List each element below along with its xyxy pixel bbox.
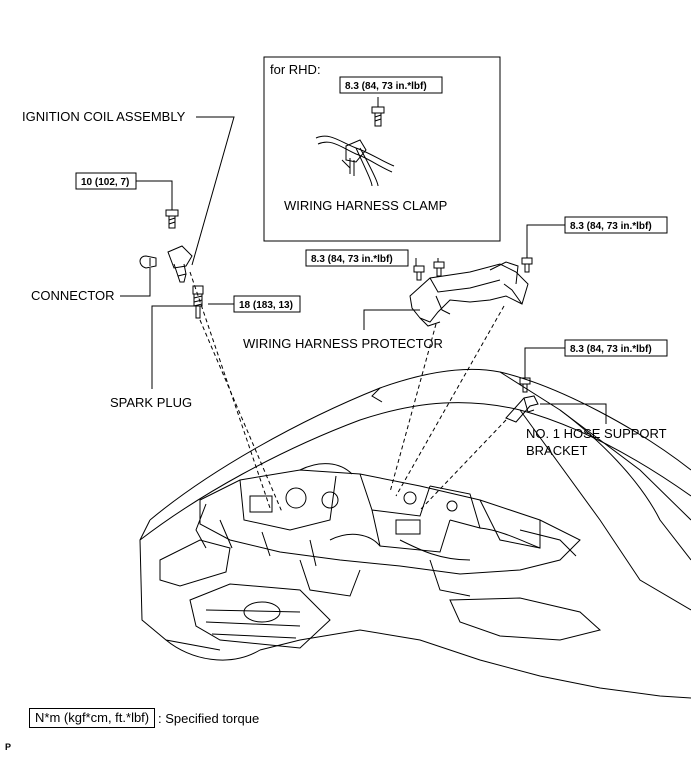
torque-box-protector-left: 8.3 (84, 73 in.*lbf) [305, 249, 409, 267]
connector-label: CONNECTOR [31, 288, 115, 303]
protector-leader [363, 309, 420, 330]
ignition-coil-label: IGNITION COIL ASSEMBLY [22, 109, 186, 124]
rhd-inset-frame [263, 56, 501, 242]
torque-box-inset: 8.3 (84, 73 in.*lbf) [339, 76, 443, 94]
spark-plug-leader [151, 305, 194, 389]
protector-right-torque-text: 8.3 (84, 73 in.*lbf) [570, 221, 652, 232]
spark-plug-label: SPARK PLUG [110, 395, 192, 410]
bracket-leader [540, 403, 607, 424]
protector-left-torque-text: 8.3 (84, 73 in.*lbf) [311, 254, 393, 265]
inset-wiring-harness-clamp-icon [315, 135, 395, 187]
spark-plug-icon [192, 285, 204, 319]
coil-bolt-leader [136, 180, 173, 210]
wiring-harness-protector-icon [409, 261, 529, 327]
wiring-harness-clamp-label: WIRING HARNESS CLAMP [284, 198, 447, 213]
torque-box-coil-bolt: 10 (102, 7) [75, 172, 137, 190]
coil-bolt-torque-text: 10 (102, 7) [81, 177, 129, 188]
spark-plug-torque-text: 18 (183, 13) [239, 300, 293, 311]
protector-right-torque-leader [526, 224, 565, 258]
ignition-coil-icon [167, 245, 193, 283]
torque-box-protector-right: 8.3 (84, 73 in.*lbf) [564, 216, 668, 234]
hose-bracket-label-line2: BRACKET [526, 443, 587, 458]
connector-leader [120, 268, 151, 297]
projection-lines [189, 271, 507, 513]
inset-torque-text: 8.3 (84, 73 in.*lbf) [345, 81, 427, 92]
protector-bolt-icon [521, 257, 533, 273]
hose-bracket-torque-text: 8.3 (84, 73 in.*lbf) [570, 344, 652, 355]
inset-title: for RHD: [270, 62, 321, 77]
protector-left-torque-leader [415, 258, 439, 266]
connector-icon [139, 255, 157, 269]
torque-box-spark-plug: 18 (183, 13) [233, 295, 301, 313]
torque-unit-legend-box: N*m (kgf*cm, ft.*lbf) [29, 708, 156, 728]
torque-legend-description: : Specified torque [158, 711, 260, 726]
page-mark: P [5, 742, 12, 752]
torque-box-hose-bracket: 8.3 (84, 73 in.*lbf) [564, 339, 668, 357]
vehicle-front-outline [139, 368, 691, 699]
wiring-harness-protector-label: WIRING HARNESS PROTECTOR [243, 336, 443, 351]
coil-bolt-icon [165, 209, 179, 229]
hose-bracket-label-line1: NO. 1 HOSE SUPPORT [526, 426, 667, 441]
ignition-coil-leader [191, 116, 235, 266]
protector-bolt-icon [413, 265, 425, 281]
engine-bay-details [195, 463, 581, 597]
bracket-bolt-icon [519, 377, 531, 393]
bracket-torque-leader [524, 347, 565, 378]
protector-bolt-icon [433, 261, 445, 277]
inset-bolt-icon [371, 97, 385, 127]
hose-support-bracket-icon [505, 395, 539, 423]
